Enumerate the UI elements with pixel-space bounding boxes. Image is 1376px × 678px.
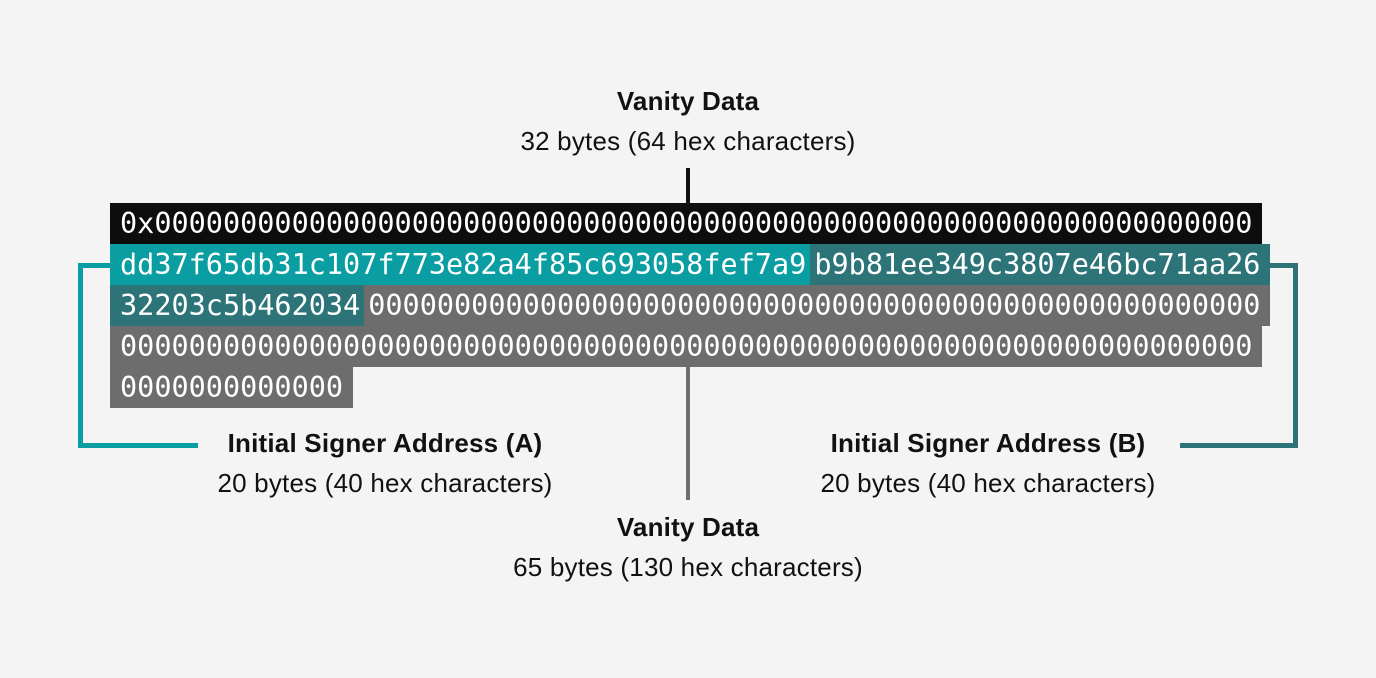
bottom-connector-line [686,367,690,500]
bracket-b-top-line [1264,263,1298,268]
hex-segment-zeros: 0000000000000000000000000000000000000000… [364,285,1271,326]
bottom-caption-title: Vanity Data [616,512,760,542]
signer-b-caption-title: Initial Signer Address (B) [830,428,1146,458]
hex-segment-signer-b: b9b81ee349c3807e46bc71aa26 [810,244,1271,285]
bottom-caption: Vanity Data 65 bytes (130 hex characters… [0,512,1376,582]
bracket-a-bottom-line [78,443,198,448]
bracket-b-bottom-line [1180,443,1298,448]
hex-segment-zeros: 0000000000000 [110,367,354,408]
bracket-a-top-line [78,263,110,268]
top-caption-subtitle: 32 bytes (64 hex characters) [520,126,856,156]
top-connector-line [686,168,690,203]
hex-block: 0x00000000000000000000000000000000000000… [110,203,1271,408]
signer-a-caption: Initial Signer Address (A) 20 bytes (40 … [195,428,575,498]
hex-row: dd37f65db31c107f773e82a4f85c693058fef7a9… [110,244,1271,285]
bottom-caption-subtitle: 65 bytes (130 hex characters) [513,552,863,582]
top-caption: Vanity Data 32 bytes (64 hex characters) [0,86,1376,156]
bracket-a-vertical-line [78,263,83,448]
bracket-b-vertical-line [1293,263,1298,448]
hex-row: 0x00000000000000000000000000000000000000… [110,203,1270,244]
signer-a-caption-title: Initial Signer Address (A) [227,428,543,458]
hex-row: 0000000000000 [110,367,1270,408]
hex-row: 0000000000000000000000000000000000000000… [110,326,1270,367]
hex-segment-vanity-prefix: 0x00000000000000000000000000000000000000… [110,203,1263,244]
signer-a-caption-subtitle: 20 bytes (40 hex characters) [217,468,553,498]
hex-segment-signer-a: dd37f65db31c107f773e82a4f85c693058fef7a9 [110,244,811,285]
top-caption-title: Vanity Data [616,86,760,116]
signer-b-caption: Initial Signer Address (B) 20 bytes (40 … [798,428,1178,498]
signer-b-caption-subtitle: 20 bytes (40 hex characters) [820,468,1156,498]
hex-segment-signer-b: 32203c5b462034 [110,285,365,326]
hex-segment-zeros: 0000000000000000000000000000000000000000… [110,326,1263,367]
